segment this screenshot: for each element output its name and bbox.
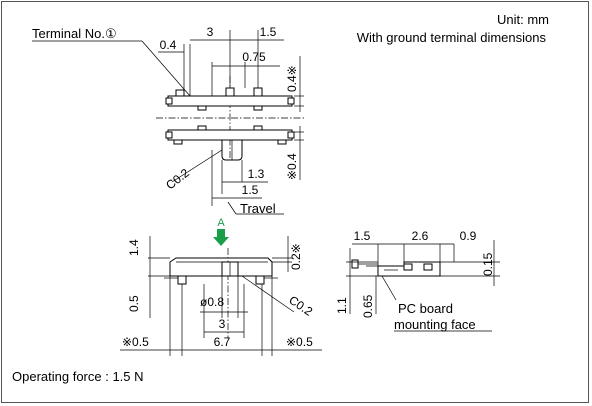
dim-1-3: 1.3 [248,167,265,181]
travel-label: Travel [240,201,276,216]
chamfer-front: C0.2 [286,293,315,319]
dim-dia-0-8: ø0.8 [200,295,224,309]
subtitle: With ground terminal dimensions [357,30,547,45]
dim-0-65: 0.65 [361,294,375,318]
dim-0-15: 0.15 [481,252,495,276]
dim-0-5-left: ※0.5 [122,335,149,349]
dim-1-5-bottom: 1.5 [242,183,259,197]
dim-0-5-front: 0.5 [127,295,141,312]
top-view: 3 1.5 0.4 0.75 [32,25,306,216]
pc-board-line1: PC board [398,301,453,316]
chamfer-top: C0.2 [163,166,192,193]
dim-6-7: 6.7 [214,335,231,349]
dim-2-6: 2.6 [412,229,429,243]
dim-1-5-side: 1.5 [354,229,371,243]
dim-3-front: 3 [219,317,226,331]
dim-0-9: 0.9 [460,229,477,243]
dim-1-5-top: 1.5 [260,25,277,39]
dim-1-4-front: 1.4 [127,239,141,256]
terminal-label: Terminal No.① [32,26,117,41]
dim-0-4-ref-bottom: ※0.4 [285,153,299,180]
dim-0-5-right: ※0.5 [286,335,313,349]
arrow-a-icon [213,229,229,246]
unit-label: Unit: mm [497,12,549,27]
arrow-label: A [217,217,225,229]
dim-1-1: 1.1 [335,297,349,314]
dim-0-2-ref: 0.2※ [289,243,303,270]
front-view: A 1.4 0.5 0.2※ ø0.8 C0.2 [120,217,322,356]
dim-0-4-top: 0.4 [160,38,177,52]
pc-board-line2: mounting face [394,317,476,332]
dim-3-top: 3 [207,25,214,39]
dim-0-4-ref-top: 0.4※ [285,65,299,92]
operating-force: Operating force : 1.5 N [12,369,144,384]
side-view: 1.5 2.6 0.9 0.15 1.1 0.65 PC board mount… [335,229,500,332]
dim-0-75: 0.75 [242,50,266,64]
